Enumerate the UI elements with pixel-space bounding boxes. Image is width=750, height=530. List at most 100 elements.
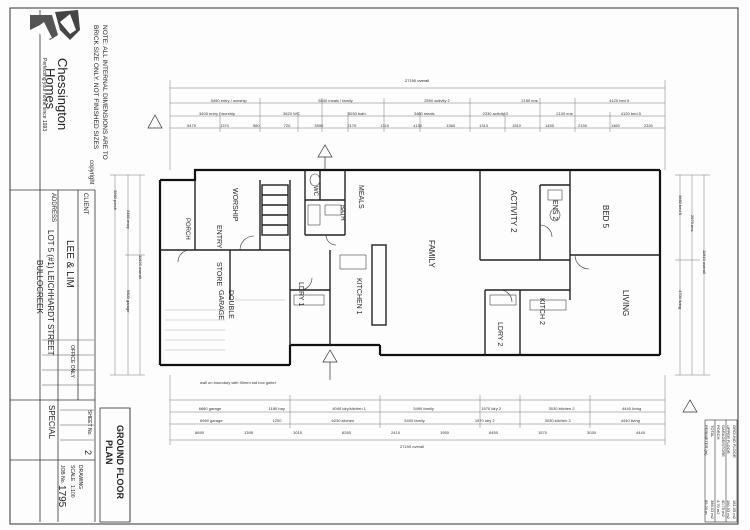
dim-label: 2170: [347, 123, 357, 128]
dim-label: 2330: [643, 123, 653, 128]
scale-label: SCALE: [69, 465, 75, 482]
client-name: LEE & LIM: [64, 240, 75, 288]
dim-label: 1450: [545, 123, 554, 128]
dim-label: 2100 ens: [556, 111, 573, 116]
sheet-no-label: SHEET No.: [86, 410, 92, 436]
area-row-label: UPPER FLOOR: [726, 425, 731, 454]
address-value: LOT 5 (#1) LEICHHARDT STREET: [46, 230, 55, 356]
job-no-label: JOB No.: [59, 465, 65, 484]
sheet-title-line1: GROUND FLOOR: [115, 425, 125, 499]
room-ldry-2: LDRY 2: [496, 322, 503, 347]
dim-label: 2330 activity 2: [482, 111, 509, 116]
perimeter-label: PERIMETER (m): [704, 425, 709, 456]
dim-label: 1460: [610, 123, 620, 128]
room-family: FAMILY: [427, 240, 436, 268]
area-row-label: GROUND FLOOR: [732, 425, 737, 458]
office-table: [42, 339, 94, 441]
room-kitchen-1: KITCHEN 1: [355, 278, 362, 315]
dim-overall-bottom: 27190 overall: [400, 444, 425, 449]
note-line1: NOTE: ALL INTERNAL DIMENSIONS ARE TO: [101, 25, 108, 160]
address-label: ADDRESS: [50, 193, 56, 223]
dim-label: 3400 entry / worship: [199, 111, 236, 116]
dim-bottom-row1: 6660 garage 1180 bay 4040 ldry/kitchen 1…: [175, 406, 665, 411]
company-tagline: Perfecting your home since 1993: [41, 58, 47, 132]
suburb-value: BULLOCREEK: [35, 260, 44, 314]
dim-right-4: 11610 overall: [702, 250, 707, 274]
dim-label: 1570 ldry 2: [474, 418, 495, 423]
room-activity-2: ACTIVITY 2: [509, 190, 518, 233]
dim-right-1: 4660 bed 5: [678, 195, 683, 216]
dim-left-4: 11620 overall: [138, 255, 143, 279]
dim-label: 1310: [380, 123, 390, 128]
dim-label: 1950: [440, 430, 449, 435]
company-logo: [30, 10, 80, 40]
dim-label: 4120 bed 5: [609, 98, 630, 103]
dimension-lines-right: [675, 174, 710, 376]
dim-label: 1310: [479, 123, 489, 128]
area-row-label: PORCH: [716, 425, 721, 440]
room-meals: MEALS: [357, 185, 364, 209]
dim-right-2: 2570 ens: [690, 215, 695, 232]
section-markers: [147, 114, 698, 413]
room-garage: GARAGE: [217, 290, 224, 320]
dim-label: 5840 meals / family: [318, 98, 353, 103]
dim-label: 1180 bay: [268, 406, 285, 411]
area-row-value: 386.03 m2: [710, 500, 715, 519]
dim-label: 1570: [538, 430, 547, 435]
dim-right-3: 4700 living: [678, 290, 683, 310]
dimension-lines-left: [110, 174, 145, 376]
boundary-note: wall on boundary with 90mm std box gutte…: [200, 380, 277, 385]
room-bath: BATH: [339, 205, 345, 221]
dim-label: 4040 ldry/kitchen 1: [332, 406, 366, 411]
dim-label: 2150: [578, 123, 587, 128]
job-no-value: 1795: [56, 485, 67, 508]
dim-label: 1510: [512, 123, 522, 128]
dim-left-3: 9600 garage: [126, 290, 131, 313]
dim-label: 6280: [342, 430, 351, 435]
external-walls: [158, 168, 662, 367]
dim-label: 6660 garage: [198, 406, 222, 411]
dim-label: 3030 kitchen 2: [544, 418, 571, 423]
dim-label: 1395: [244, 430, 253, 435]
dim-label: 2410: [391, 430, 400, 435]
dim-label: 1200: [272, 418, 282, 423]
office-only-label: OFFICE ONLY: [69, 345, 75, 378]
area-row-value: 4.70 m2: [716, 500, 721, 515]
drawing-label: DRAWING: [77, 465, 83, 489]
dim-overall-top: 27190 overall: [405, 78, 430, 83]
dim-label: 4440 living: [622, 406, 642, 411]
special-label: SPECIAL: [47, 405, 56, 439]
dim-label: 5400 family: [404, 418, 425, 423]
area-table: [704, 419, 738, 523]
dim-left-1: 3860 porch: [113, 190, 118, 211]
perimeter-value: 69.20 m: [704, 500, 709, 515]
dim-label: 2150 ens: [521, 98, 538, 103]
internal-walls: [160, 170, 660, 355]
dim-label: 3030: [587, 430, 596, 435]
dim-label: 3030 kitchen 2: [548, 406, 575, 411]
garage-hatch: [165, 299, 285, 351]
room-ldry-1: LDRY 1: [297, 282, 304, 307]
dim-label: 1015: [293, 430, 302, 435]
copyright-label: copyright: [88, 160, 94, 185]
dim-left-2: 3450 entry: [126, 210, 131, 229]
area-row-label: TOTAL: [710, 425, 715, 438]
area-row-label: GARAGE/STORE: [721, 425, 726, 457]
dim-label: 3480 meals: [413, 111, 435, 116]
area-row-value: 40.75 m2: [721, 500, 726, 517]
sheet-no-value: 2: [83, 450, 93, 456]
sheet-title-line2: PLAN: [104, 440, 114, 465]
dim-label: 720: [283, 123, 291, 128]
dim-label: 6450: [489, 430, 498, 435]
sheet-title-block: [99, 407, 131, 523]
dim-label: 5030 bath: [347, 111, 366, 116]
room-double: DOUBLE: [227, 290, 234, 319]
dim-label: 4440 living: [620, 418, 640, 423]
note-line2: BRICK SIZE ONLY. NOT FINISHED SIZES: [92, 25, 99, 150]
door-swings: [177, 224, 590, 303]
dim-label: 2590 activity 2: [424, 98, 450, 103]
area-row-value: 160.53 m2: [726, 500, 731, 519]
room-living: LIVING: [621, 290, 630, 317]
room-wc: WC: [312, 186, 318, 196]
